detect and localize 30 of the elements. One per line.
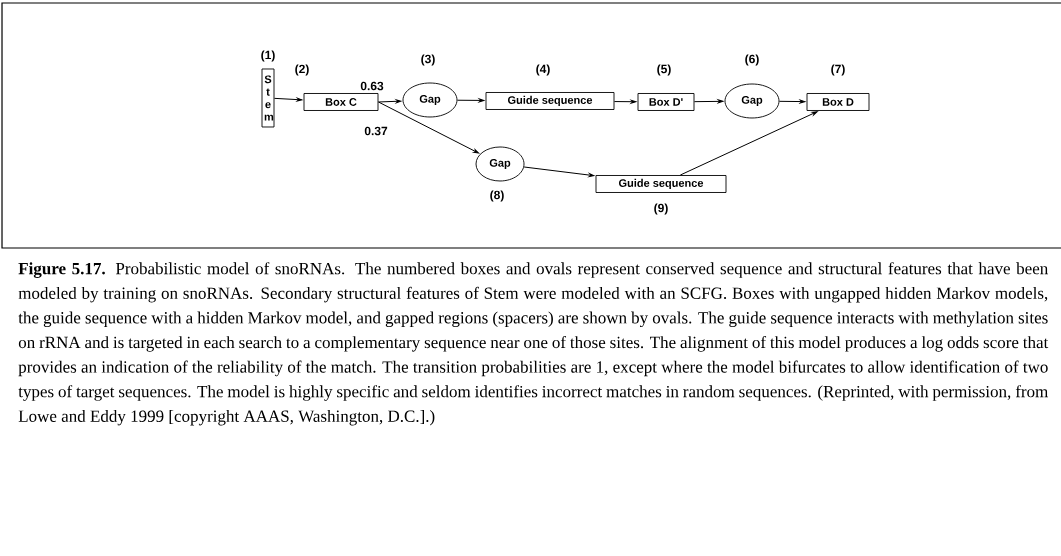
feature-number: (5) [657, 64, 671, 76]
edge-label: 0.63 [359, 80, 385, 92]
feature-box: Box C [303, 93, 379, 111]
arrow [273, 97, 303, 102]
feature-number: (1) [261, 50, 275, 62]
feature-number: (8) [490, 190, 504, 202]
edge-label: 0.37 [363, 125, 389, 137]
feature-number: (4) [536, 64, 550, 76]
feature-number: (2) [295, 64, 309, 76]
feature-box: Guide sequence [595, 175, 727, 193]
feature-box: Box D [806, 93, 870, 111]
gap-oval: Gap [724, 83, 780, 119]
feature-box: Box D' [637, 93, 695, 111]
arrow [377, 99, 402, 104]
gap-oval: Gap [475, 146, 525, 182]
arrow [456, 98, 485, 103]
stem-box: S t e m [261, 68, 275, 128]
arrow [523, 166, 595, 177]
gap-oval: Gap [402, 82, 458, 118]
arrow [693, 99, 724, 104]
feature-box: Guide sequence [485, 92, 615, 110]
feature-number: (7) [831, 64, 845, 76]
arrow [377, 101, 480, 154]
arrow [778, 99, 806, 104]
caption: Figure 5.17. Probabilistic model of snoRNAs. The numbered boxes and ovals represent conserved sequence and structural features that have been modeled by training on snoRNAs. Secondary structural features of Stem were modeled with an SCFG. Boxes with ungapped hidden Markov models, the guide sequence with a hidden Markov model, and gapped regions (spacers) are shown by ovals. The guide sequence interacts with methylation sites on rRNA and is targeted in each search to a complementary sequence near one of those sites. The alignment of this model produces a log odds score that provides an indication of the reliability of the match. The transition probabilities are 1, except where the model bifurcates to allow identification of two types of target sequences. The model is highly specific and seldom identifies incorrect matches in random sequences. (Reprinted, with permission, from Lowe and Eddy 1999 [copyright AAAS, Washington, D.C.].) [18, 262, 1049, 426]
arrow [679, 111, 818, 176]
feature-number: (6) [745, 54, 759, 66]
arrow [613, 99, 637, 104]
feature-number: (3) [421, 54, 435, 66]
feature-number: (9) [654, 203, 668, 215]
